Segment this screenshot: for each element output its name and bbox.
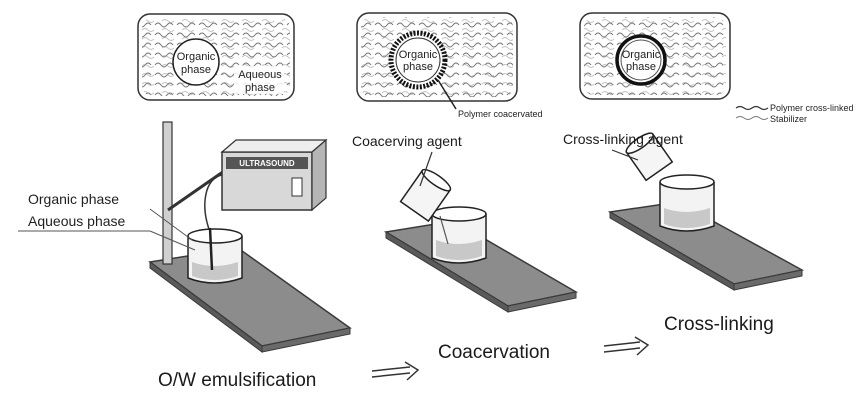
ultrasound-probe [208, 227, 214, 271]
label-leader-2 [149, 208, 193, 241]
panel1-outer-label-2: phase [245, 82, 275, 94]
agent-pointer-1 [419, 151, 433, 187]
station-emulsification: ULTRASOUND Organic phase Aqueous phase [18, 121, 352, 353]
arrow-1 [371, 361, 420, 381]
arrow-2 [603, 336, 650, 356]
crosslinking-agent-label: Cross-linking agent [563, 131, 683, 147]
step-label-emulsification: O/W emulsification [158, 370, 316, 391]
annotation-pointer [437, 79, 457, 110]
device-label: ULTRASOUND [239, 159, 295, 168]
panel1-inner-label-2: phase [181, 64, 211, 76]
panel2-inner-label-2: phase [403, 61, 433, 73]
panel-crosslinking: Organic phase Polymer cross-linked Stabi… [579, 12, 854, 124]
stirring-plate-1 [148, 247, 352, 347]
panel3-inner-label-2: phase [626, 61, 656, 73]
legend-crosslinked: Polymer cross-linked [770, 103, 854, 113]
label-leader-1 [149, 230, 196, 251]
panel2-annotation: Polymer coacervated [458, 109, 543, 119]
step-label-crosslinking: Cross-linking [664, 314, 774, 335]
panel-coacervation: Organic phase Polymer coacervated [356, 12, 543, 119]
panel3-inner-label-1: Organic [622, 49, 661, 61]
step-label-coacervation: Coacervation [438, 342, 550, 363]
station-crosslinking: Cross-linking agent [563, 131, 805, 291]
stand-rod [162, 121, 173, 265]
station-coacervation: Coacerving agent [352, 133, 579, 313]
aqueous-phase-label: Aqueous phase [28, 213, 126, 229]
legend-crosslinked-swatch [735, 105, 769, 111]
panel1-outer-label-1: Aqueous [238, 69, 282, 81]
panel1-inner-label-1: Organic [177, 51, 216, 63]
agent-pointer-2 [611, 149, 639, 161]
panel2-inner-label-1: Organic [399, 49, 438, 61]
panel-emulsion: Organic phase Aqueous phase [137, 13, 295, 101]
legend-stabilizer-swatch [735, 116, 769, 120]
pouring-cup-1 [399, 168, 452, 223]
organic-phase-label: Organic phase [28, 191, 119, 207]
legend-stabilizer: Stabilizer [770, 114, 807, 124]
coacervating-agent-label: Coacerving agent [352, 133, 462, 149]
organic-droplet [172, 38, 220, 86]
pouring-cup-2 [625, 132, 674, 182]
